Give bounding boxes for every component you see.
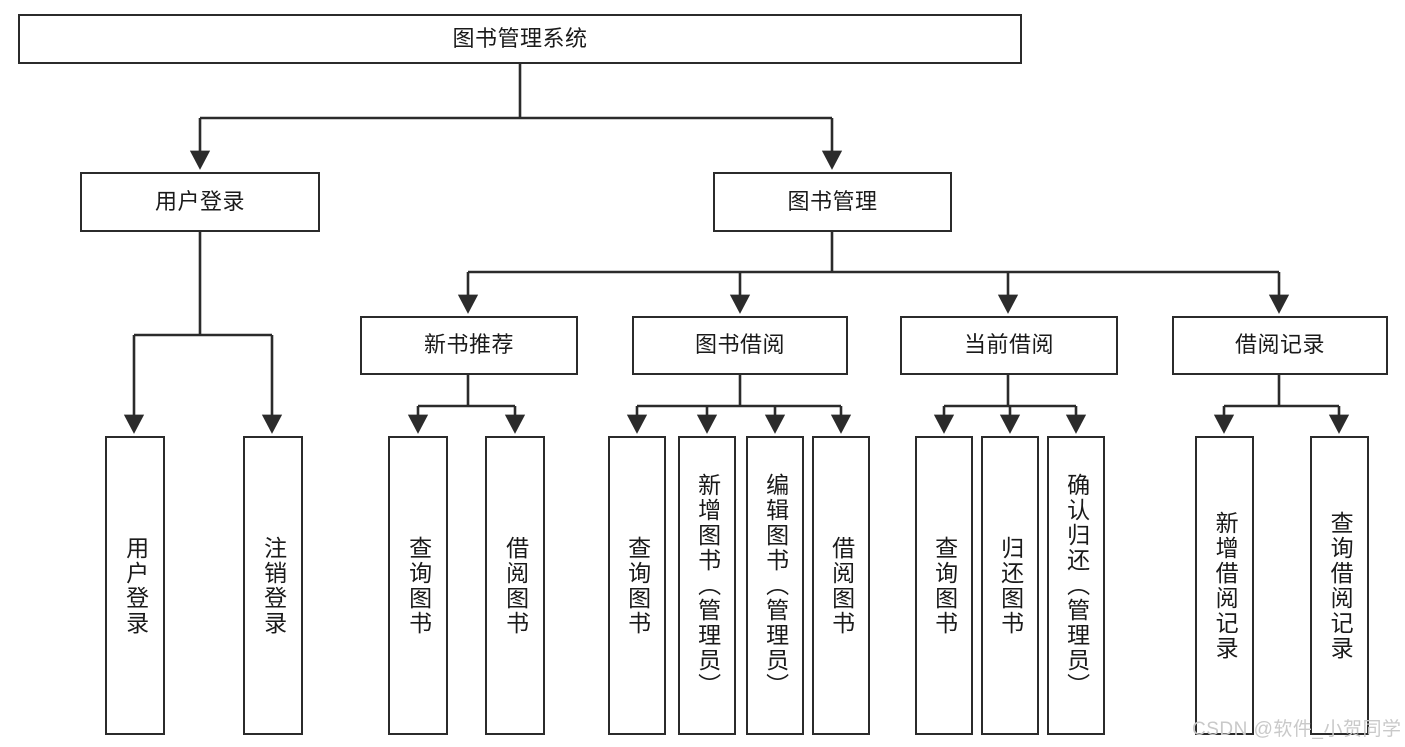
node-leaf-edit-book-label: 编辑图书（管理员） <box>762 473 789 698</box>
node-leaf-return-book[interactable]: 归还图书 <box>981 436 1039 735</box>
node-leaf-add-record-label: 新增借阅记录 <box>1212 510 1239 661</box>
node-book-manage-label: 图书管理 <box>787 188 878 214</box>
node-leaf-borrow-book-2[interactable]: 借阅图书 <box>812 436 870 735</box>
node-leaf-borrow-book-2-label: 借阅图书 <box>828 535 855 636</box>
node-leaf-user-logout-label: 注销登录 <box>260 535 287 636</box>
node-leaf-query-book-3[interactable]: 查询图书 <box>915 436 973 735</box>
node-leaf-borrow-book-1[interactable]: 借阅图书 <box>485 436 545 735</box>
node-leaf-query-record-label: 查询借阅记录 <box>1327 510 1354 661</box>
node-root-label: 图书管理系统 <box>452 25 588 51</box>
node-leaf-add-book[interactable]: 新增图书（管理员） <box>678 436 736 735</box>
node-leaf-borrow-book-1-label: 借阅图书 <box>502 535 529 636</box>
node-book-manage[interactable]: 图书管理 <box>713 172 952 232</box>
node-leaf-add-record[interactable]: 新增借阅记录 <box>1195 436 1254 735</box>
node-leaf-edit-book[interactable]: 编辑图书（管理员） <box>746 436 804 735</box>
node-leaf-confirm-return-label: 确认归还（管理员） <box>1063 473 1090 698</box>
node-borrow-record-label: 借阅记录 <box>1234 332 1325 358</box>
node-user-login[interactable]: 用户登录 <box>80 172 320 232</box>
node-leaf-query-record[interactable]: 查询借阅记录 <box>1310 436 1369 735</box>
node-book-borrow-label: 图书借阅 <box>694 332 785 358</box>
node-leaf-query-book-3-label: 查询图书 <box>931 535 958 636</box>
node-current-borrow-label: 当前借阅 <box>963 332 1054 358</box>
node-new-book-recommend-label: 新书推荐 <box>423 332 514 358</box>
node-leaf-query-book-2[interactable]: 查询图书 <box>608 436 666 735</box>
node-borrow-record[interactable]: 借阅记录 <box>1172 316 1388 375</box>
node-leaf-confirm-return[interactable]: 确认归还（管理员） <box>1047 436 1105 735</box>
node-leaf-query-book-1[interactable]: 查询图书 <box>388 436 448 735</box>
node-leaf-user-login[interactable]: 用户登录 <box>105 436 165 735</box>
node-book-borrow[interactable]: 图书借阅 <box>632 316 848 375</box>
node-leaf-user-logout[interactable]: 注销登录 <box>243 436 303 735</box>
node-user-login-label: 用户登录 <box>154 188 245 214</box>
node-leaf-query-book-2-label: 查询图书 <box>624 535 651 636</box>
node-leaf-user-login-label: 用户登录 <box>122 535 149 636</box>
node-new-book-recommend[interactable]: 新书推荐 <box>360 316 578 375</box>
node-root[interactable]: 图书管理系统 <box>18 14 1022 64</box>
watermark-text: CSDN @软件_小贺同学 <box>1192 719 1402 740</box>
node-current-borrow[interactable]: 当前借阅 <box>900 316 1118 375</box>
node-leaf-add-book-label: 新增图书（管理员） <box>694 473 721 698</box>
node-leaf-query-book-1-label: 查询图书 <box>405 535 432 636</box>
node-leaf-return-book-label: 归还图书 <box>997 535 1024 636</box>
